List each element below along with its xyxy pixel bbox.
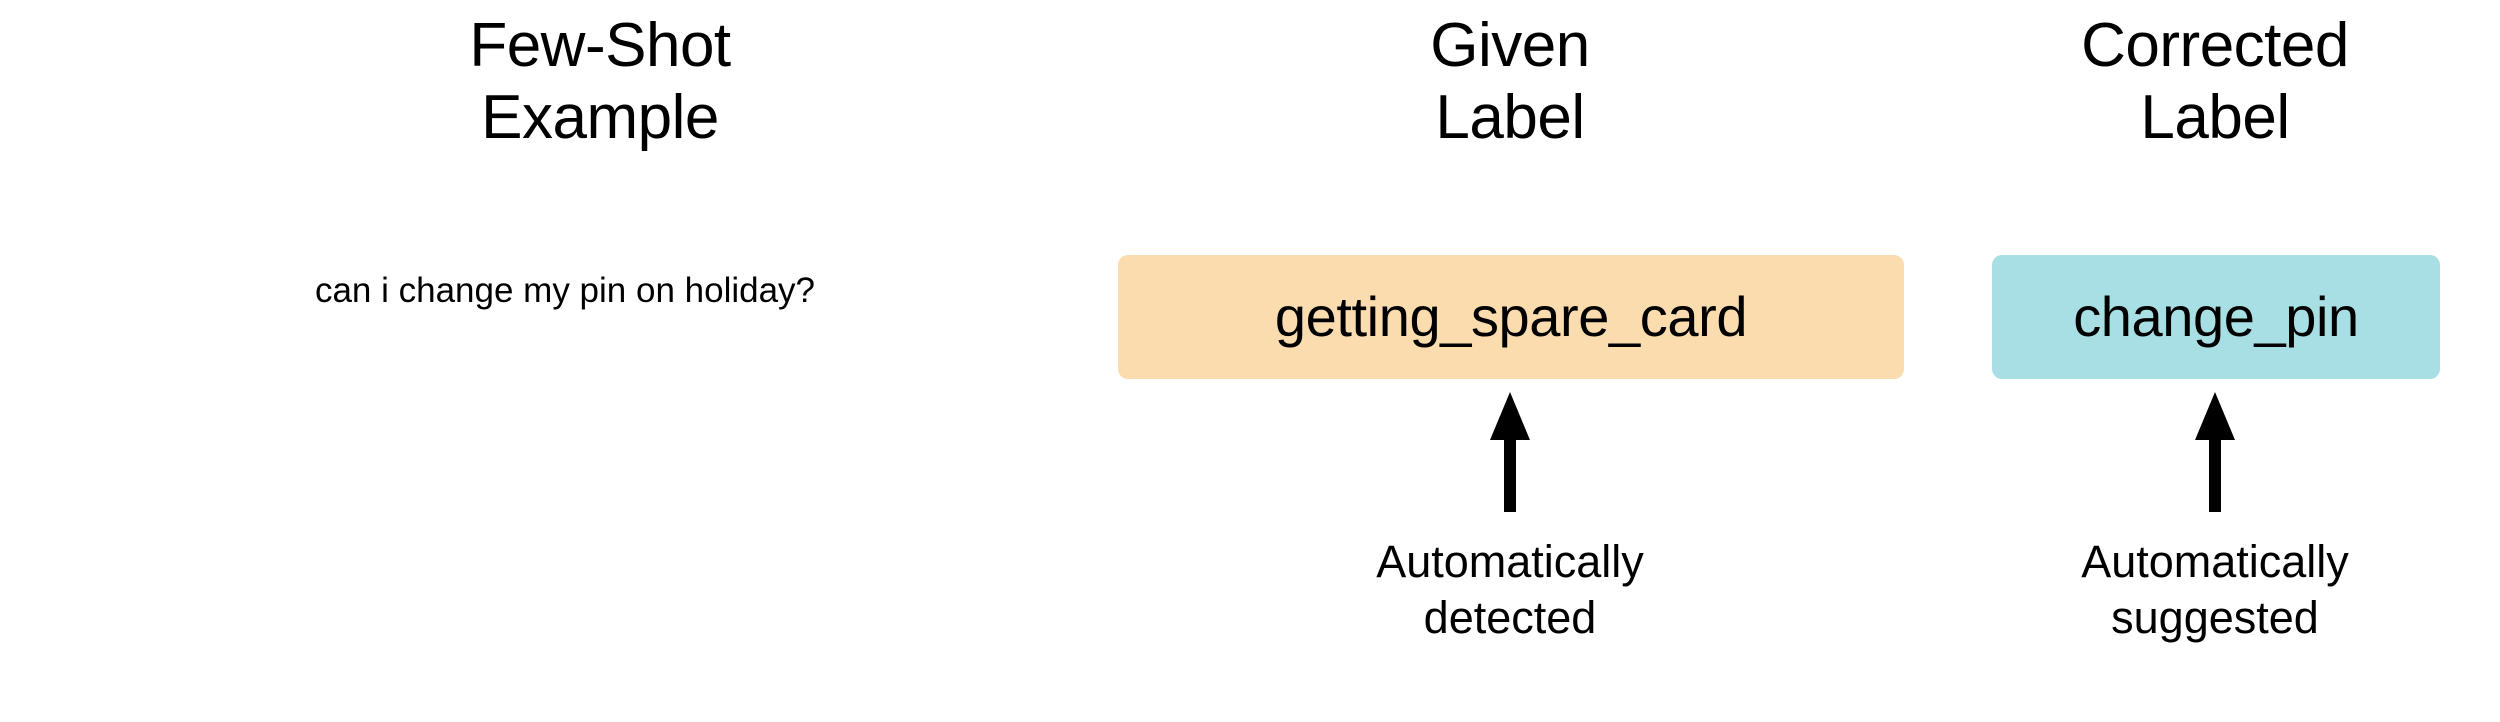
annotation-caption-corrected: Automatically suggested: [2081, 536, 2349, 643]
arrow-up-icon-given: [1480, 390, 1540, 516]
column-header-given-label: Given Label: [1430, 11, 1590, 152]
corrected-label-badge: change_pin: [1992, 255, 2440, 379]
annotation-caption-given: Automatically detected: [1376, 536, 1644, 643]
given-label-badge: getting_spare_card: [1118, 255, 1904, 379]
column-header-few-shot-example: Few-Shot Example: [469, 11, 731, 152]
column-header-corrected-label: Corrected Label: [2081, 11, 2349, 152]
few-shot-example-utterance: can i change my pin on holiday?: [314, 271, 816, 310]
arrow-up-icon-corrected: [2185, 390, 2245, 516]
